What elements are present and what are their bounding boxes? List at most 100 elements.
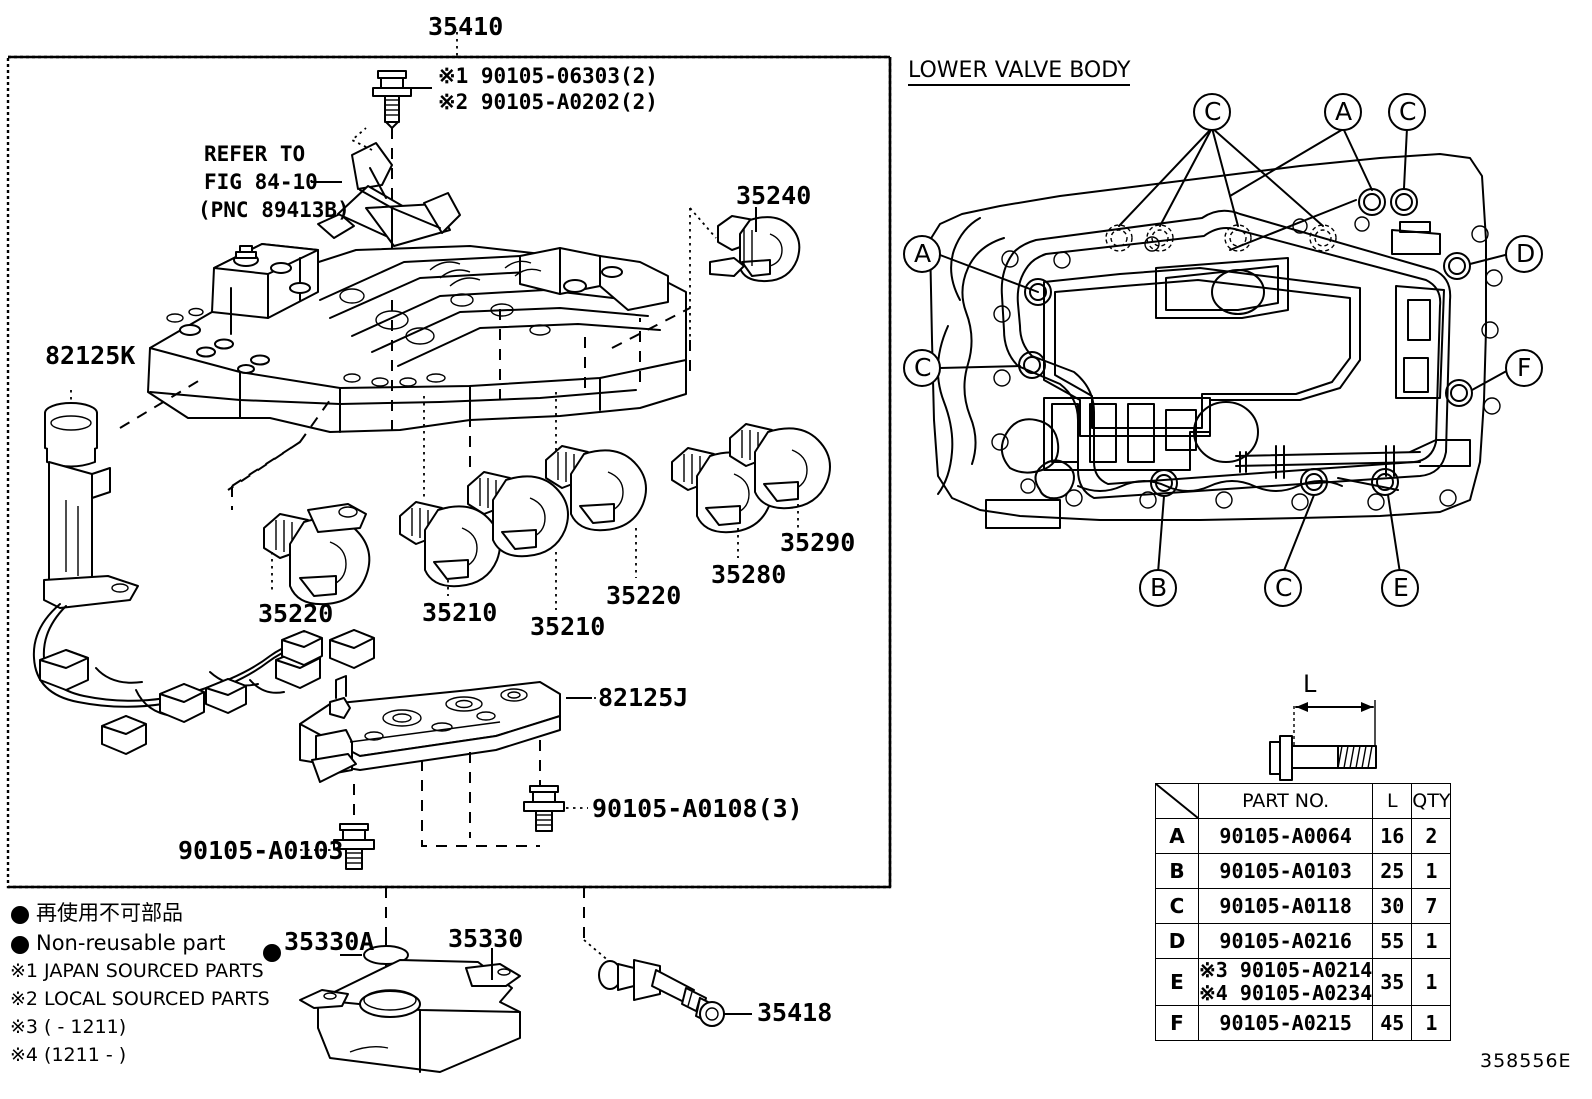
refer-to-line-1: REFER TO (204, 142, 306, 166)
lower-valve-body-icon (929, 153, 1503, 529)
row-key: B (1155, 853, 1199, 889)
row-qty: 1 (1411, 853, 1452, 889)
valve-pin-35418-icon (598, 959, 725, 1027)
row-qty: 1 (1411, 1005, 1452, 1041)
bolt-top-icon (372, 70, 412, 129)
drawing-code: 358556E (1480, 1050, 1572, 1072)
callout-circles (903, 93, 1543, 607)
oil-strainer-35330-icon (299, 959, 521, 1073)
table-row: F 90105-A0215 45 1 (1155, 1005, 1452, 1041)
table-row: D 90105-A0216 55 1 (1155, 923, 1452, 959)
row-key: C (1155, 888, 1199, 924)
bolt-90105-A0103-icon (333, 823, 375, 870)
legend-note-1: ※1 JAPAN SOURCED PARTS (10, 960, 264, 982)
callout-letter-C-bottom: C (1275, 573, 1293, 602)
part-label-35280: 35280 (711, 560, 787, 589)
legend-note-4: ※4 (1211 - ) (10, 1044, 127, 1066)
solenoid-35290-icon (729, 423, 831, 510)
solenoid-35220-left-icon (263, 503, 371, 606)
legend-note-3: ※3 ( - 1211) (10, 1016, 127, 1038)
bolt-note-2: ※2 90105-A0202(2) (438, 90, 658, 114)
row-qty: 7 (1411, 888, 1452, 924)
legend-non-reusable-en: Non-reusable part (36, 931, 226, 955)
table-row: A 90105-A0064 16 2 (1155, 818, 1452, 854)
row-length: 35 (1372, 958, 1413, 1006)
page-title-part-number: 35410 (428, 12, 504, 41)
part-label-35330A: 35330A (284, 927, 375, 956)
callout-letter-E-bottom: E (1393, 573, 1409, 602)
row-part-no-variant-2: ※4 90105-A0234 (1199, 981, 1373, 1005)
row-part-no: 90105-A0064 (1197, 818, 1374, 854)
part-label-35220-right: 35220 (606, 581, 682, 610)
row-length: 16 (1372, 818, 1413, 854)
part-label-82125K: 82125K (45, 341, 136, 370)
part-label-82125J: 82125J (598, 683, 689, 712)
callout-letter-C-top-right: C (1399, 97, 1417, 126)
part-label-35240: 35240 (736, 181, 812, 210)
table-header-row: PART NO. L QTY (1155, 783, 1452, 819)
table-row: B 90105-A0103 25 1 (1155, 853, 1452, 889)
row-key: D (1155, 923, 1199, 959)
callout-letter-A-top: A (1335, 97, 1353, 126)
table-header-l: L (1372, 783, 1413, 819)
table-header-qty: QTY (1411, 783, 1452, 819)
part-label-35330: 35330 (448, 924, 524, 953)
part-label-35418: 35418 (757, 998, 833, 1027)
row-length: 30 (1372, 888, 1413, 924)
row-part-no: 90105-A0216 (1197, 923, 1374, 959)
legend-note-2: ※2 LOCAL SOURCED PARTS (10, 988, 270, 1010)
detent-lever-icon (317, 142, 461, 251)
lower-valve-body-title: LOWER VALVE BODY (908, 60, 1131, 86)
callout-letter-C-left: C (914, 353, 932, 382)
part-label-35290: 35290 (780, 528, 856, 557)
callout-letter-C-top-group: C (1204, 97, 1222, 126)
oring-35330A-icon (363, 945, 409, 965)
part-label-35210-b: 35210 (530, 612, 606, 641)
solenoid-35210-a-icon (399, 501, 501, 588)
row-part-no: 90105-A0215 (1197, 1005, 1374, 1041)
row-key: F (1155, 1005, 1199, 1041)
refer-to-line-3: (PNC 89413B) (198, 198, 350, 222)
row-part-no: 90105-A0118 (1197, 888, 1374, 924)
valve-body-assembly-icon (147, 243, 687, 433)
table-header-key (1155, 783, 1199, 819)
bolt-note-1: ※1 90105-06303(2) (438, 64, 658, 88)
row-qty: 2 (1411, 818, 1452, 854)
solenoid-35280-icon (671, 447, 773, 534)
solenoid-35210-b-icon (467, 471, 569, 558)
sensor-82125K-icon (43, 402, 139, 609)
bolt-dimension-label: L (1303, 670, 1317, 698)
row-qty: 1 (1411, 923, 1452, 959)
row-length: 25 (1372, 853, 1413, 889)
table-row: C 90105-A0118 30 7 (1155, 888, 1452, 924)
callout-letter-F-right: F (1517, 353, 1532, 382)
table-row: E ※3 90105-A0214 ※4 90105-A0234 35 1 (1155, 958, 1452, 1006)
table-header-part-no: PART NO. (1197, 783, 1374, 819)
row-part-no: ※3 90105-A0214 ※4 90105-A0234 (1197, 958, 1374, 1006)
legend-non-reusable-jp: 再使用不可部品 (36, 901, 183, 925)
row-key: E (1155, 958, 1199, 1006)
row-length: 55 (1372, 923, 1413, 959)
row-length: 45 (1372, 1005, 1413, 1041)
row-part-no: 90105-A0103 (1197, 853, 1374, 889)
row-key: A (1155, 818, 1199, 854)
solenoid-35240-icon (709, 215, 801, 283)
row-qty: 1 (1411, 958, 1452, 1006)
part-label-90105-A0108: 90105-A0108(3) (592, 794, 803, 823)
diagonal-slash-icon (1156, 784, 1198, 818)
row-part-no-variant-1: ※3 90105-A0214 (1199, 958, 1373, 982)
refer-to-line-2: FIG 84-10 (204, 170, 318, 194)
callout-letter-D-right: D (1516, 239, 1536, 268)
callout-leaders (939, 127, 1513, 574)
wire-harness-icon (32, 603, 375, 755)
bolt-parts-table: PART NO. L QTY A 90105-A0064 16 2 B 9010… (1155, 783, 1452, 1041)
bracket-82125J-icon (299, 675, 561, 783)
bolt-90105-A0108-icon (523, 785, 565, 832)
part-label-35220-left: 35220 (258, 599, 334, 628)
callout-letter-B-bottom: B (1150, 573, 1168, 602)
callout-letter-A-left: A (914, 239, 932, 268)
part-label-90105-A0103: 90105-A0103 (178, 836, 344, 865)
part-label-35210-a: 35210 (422, 598, 498, 627)
